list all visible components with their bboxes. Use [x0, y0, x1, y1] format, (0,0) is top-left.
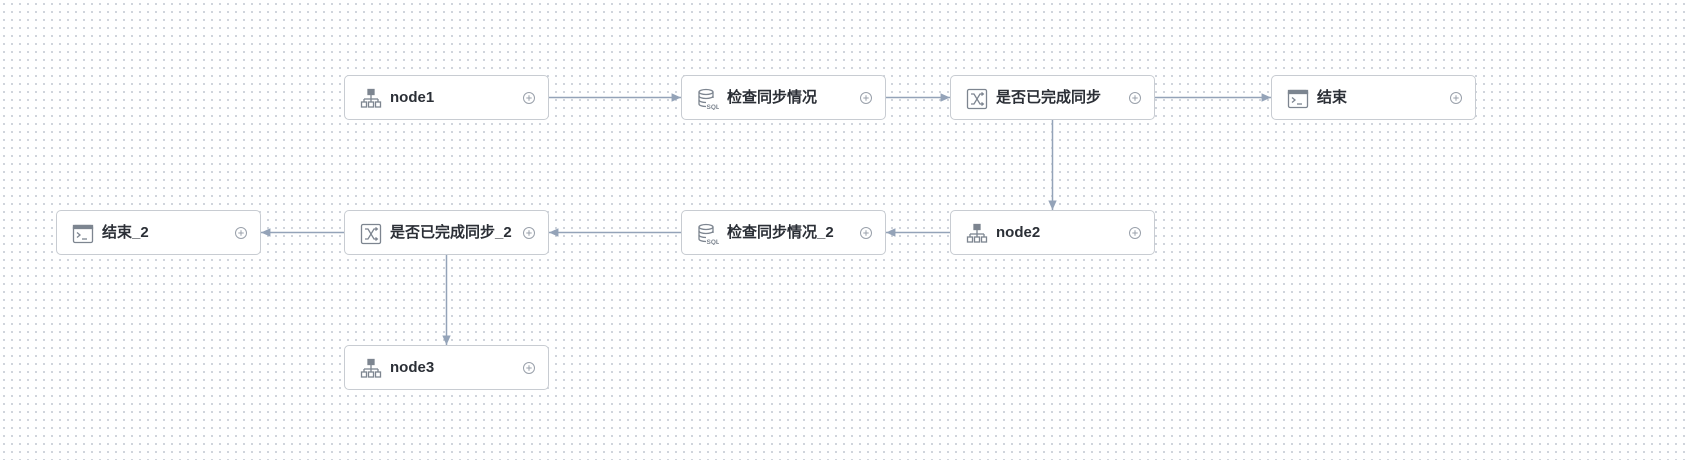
- svg-text:SQL: SQL: [707, 239, 720, 245]
- database-sql-icon: SQL: [697, 88, 719, 110]
- node-label: node3: [390, 359, 435, 376]
- add-circle-icon[interactable]: [1128, 226, 1142, 240]
- flow-node-condition[interactable]: 是否已完成同步_2: [344, 210, 549, 255]
- add-circle-icon[interactable]: [522, 361, 536, 375]
- node-label: node1: [390, 89, 435, 106]
- flow-node-shell[interactable]: 结束_2: [56, 210, 261, 255]
- flow-node-subprocess[interactable]: node3: [344, 345, 549, 390]
- svg-text:SQL: SQL: [707, 104, 720, 110]
- node-label: 结束_2: [102, 224, 149, 241]
- node-label: 是否已完成同步_2: [390, 224, 512, 241]
- add-circle-icon[interactable]: [1128, 91, 1142, 105]
- flow-node-subprocess[interactable]: node2: [950, 210, 1155, 255]
- database-sql-icon: SQL: [697, 223, 719, 245]
- terminal-icon: [1287, 88, 1309, 110]
- add-circle-icon[interactable]: [234, 226, 248, 240]
- flow-node-subprocess[interactable]: node1: [344, 75, 549, 120]
- flow-node-shell[interactable]: 结束: [1271, 75, 1476, 120]
- sitemap-icon: [360, 88, 382, 110]
- add-circle-icon[interactable]: [859, 226, 873, 240]
- node-label: 是否已完成同步: [996, 89, 1102, 106]
- switch-condition-icon: [966, 88, 988, 110]
- add-circle-icon[interactable]: [859, 91, 873, 105]
- add-circle-icon[interactable]: [1449, 91, 1463, 105]
- node-label: node2: [996, 224, 1041, 241]
- sitemap-icon: [966, 223, 988, 245]
- terminal-icon: [72, 223, 94, 245]
- add-circle-icon[interactable]: [522, 226, 536, 240]
- node-label: 检查同步情况_2: [727, 224, 834, 241]
- flow-node-condition[interactable]: 是否已完成同步: [950, 75, 1155, 120]
- add-circle-icon[interactable]: [522, 91, 536, 105]
- node-label: 检查同步情况: [727, 89, 818, 106]
- flow-node-sql[interactable]: SQL 检查同步情况_2: [681, 210, 886, 255]
- switch-condition-icon: [360, 223, 382, 245]
- flow-node-sql[interactable]: SQL 检查同步情况: [681, 75, 886, 120]
- sitemap-icon: [360, 358, 382, 380]
- node-label: 结束: [1317, 89, 1348, 106]
